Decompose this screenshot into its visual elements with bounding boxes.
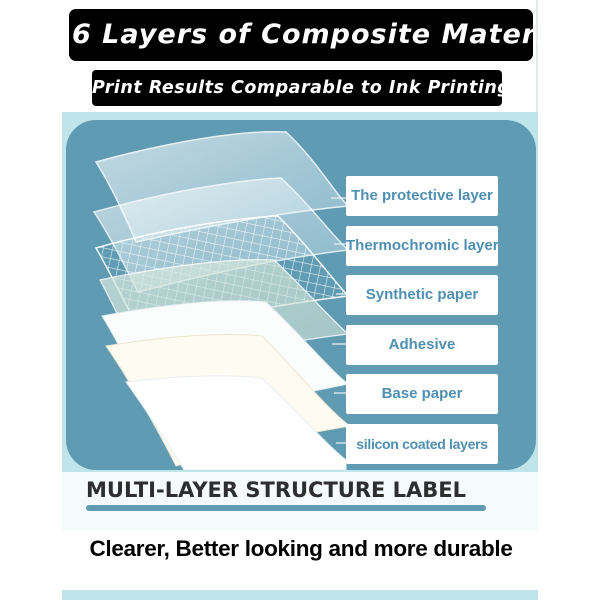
structure-underline — [86, 505, 486, 511]
label-thermochromic-layer: Thermochromic layer — [346, 226, 498, 266]
sub-title: Print Results Comparable to Ink Printing — [92, 70, 510, 106]
silicon-coated-sheet — [125, 375, 347, 470]
caption-area — [62, 472, 538, 530]
layer-stack-illustration — [92, 131, 352, 470]
main-title: 6 Layers of Composite Material — [72, 12, 575, 58]
label-protective-layer: The protective layer — [346, 176, 498, 216]
label-synthetic-paper: Synthetic paper — [346, 275, 498, 315]
tagline: Clearer, Better looking and more durable — [89, 536, 513, 561]
structure-title: MULTI-LAYER STRUCTURE LABEL — [86, 478, 467, 502]
label-base-paper: Base paper — [346, 374, 498, 414]
bottom-strip — [62, 590, 538, 600]
label-silicon-coated-layers: silicon coated layers — [346, 424, 498, 464]
label-adhesive: Adhesive — [346, 325, 498, 365]
